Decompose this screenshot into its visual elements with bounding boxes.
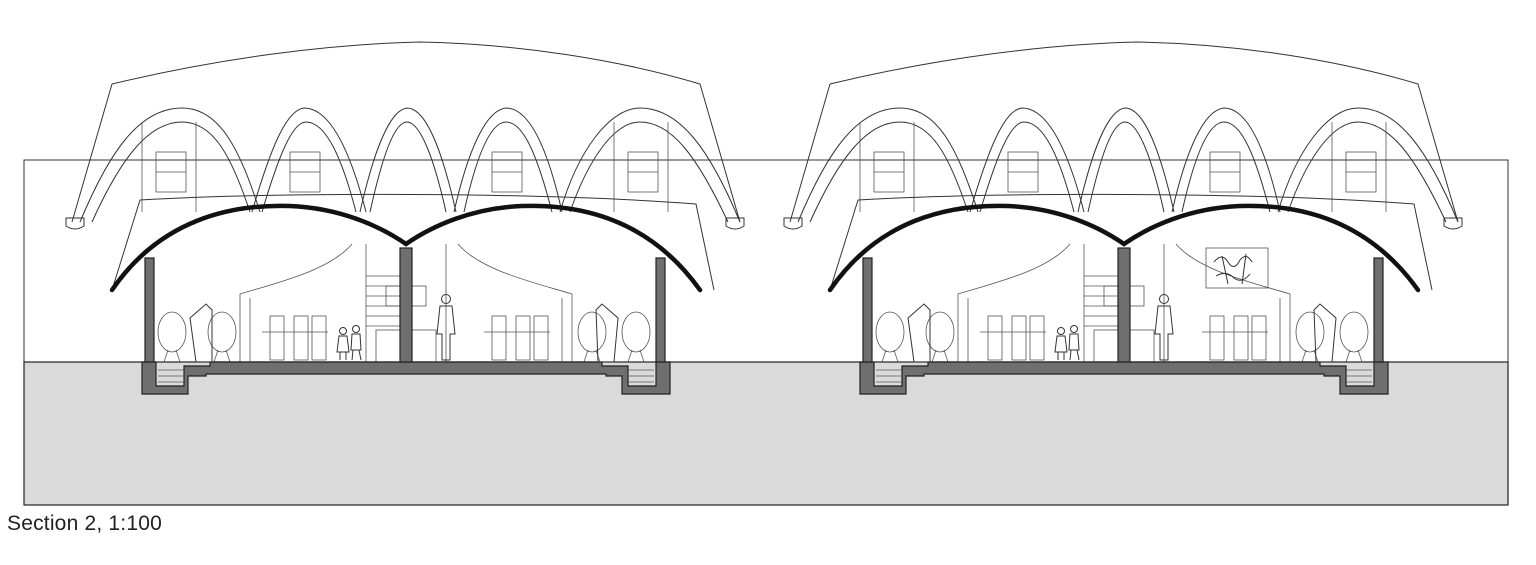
inner-canopy (111, 193, 715, 291)
scale-figures (336, 294, 456, 361)
ground-section (23, 361, 1509, 506)
section-cut (141, 247, 671, 395)
module-left (65, 41, 745, 395)
background-elevation (23, 159, 1509, 363)
interior-walls (239, 243, 573, 362)
outer-canopy (71, 41, 741, 223)
section-caption: Section 2, 1:100 (7, 512, 162, 535)
background-arches (79, 107, 741, 223)
canopy-foot-left (65, 217, 85, 230)
roof-section (109, 203, 703, 293)
canopy-foot-right (725, 217, 745, 230)
wall-artwork (1205, 247, 1269, 289)
section-drawing (23, 0, 1509, 506)
